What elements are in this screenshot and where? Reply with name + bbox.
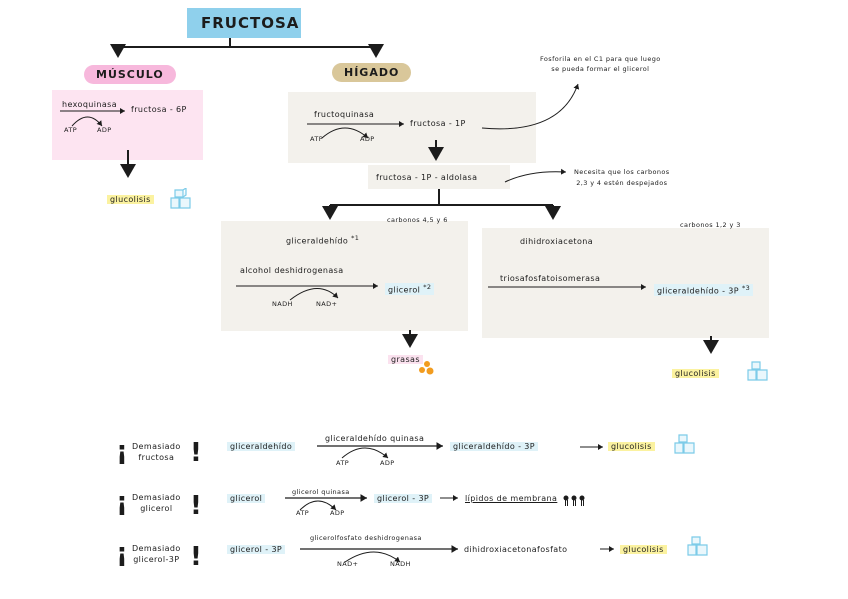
right-carbons: carbonos 1,2 y 3 — [680, 221, 741, 229]
row1-c1: ATP — [336, 459, 350, 467]
left-enzyme: alcohol deshidrogenasa — [240, 266, 344, 275]
row1-product: gliceraldehído - 3P — [450, 442, 539, 451]
left-nadh: NADH — [272, 300, 293, 308]
liver-enzyme: fructoquinasa — [314, 110, 375, 119]
warning-exclamation-icon: ! — [190, 438, 202, 468]
row2-label: Demasiado glicerol — [132, 493, 181, 513]
ice-cube-icon — [686, 535, 710, 561]
row3-product: dihidroxiacetonafosfato — [464, 545, 568, 554]
warning-exclamation-icon: ¡ — [116, 487, 128, 517]
aldolase-box — [368, 165, 510, 189]
liver-adp: ADP — [360, 135, 375, 143]
aldolase-label: fructosa - 1P - aldolasa — [376, 173, 478, 182]
liver-note-1: Fosforila en el C1 para que luego se pue… — [540, 55, 661, 73]
muscle-box — [52, 90, 203, 160]
muscle-atp: ATP — [64, 126, 78, 134]
membrane-lipid-icon — [562, 492, 588, 511]
right-branch-box — [482, 228, 769, 338]
muscle-adp: ADP — [97, 126, 112, 134]
row2-enzyme: glicerol quinasa — [292, 488, 350, 496]
liver-atp: ATP — [310, 135, 324, 143]
left-start: gliceraldehído *1 — [286, 234, 360, 246]
muscle-label: MÚSCULO — [84, 65, 176, 84]
right-product: gliceraldehído - 3P *3 — [654, 284, 754, 296]
row3-c2: NADH — [390, 560, 411, 568]
ice-cube-icon — [673, 433, 697, 459]
liver-product: fructosa - 1P — [410, 119, 466, 128]
muscle-result: glucolisis — [107, 195, 154, 204]
liver-label: HÍGADO — [332, 63, 412, 82]
row1-c2: ADP — [380, 459, 395, 467]
row2-c2: ADP — [330, 509, 345, 517]
warning-exclamation-icon: ! — [190, 542, 202, 572]
row1-start: gliceraldehído — [227, 442, 296, 451]
page-title: FRUCTOSA — [187, 8, 301, 38]
muscle-product: fructosa - 6P — [131, 105, 187, 114]
row2-product: glicerol - 3P — [374, 494, 433, 503]
ice-cube-icon — [746, 360, 770, 386]
right-start: dihidroxiacetona — [520, 237, 594, 246]
row1-enzyme: gliceraldehído quinasa — [325, 434, 425, 443]
row3-label: Demasiado glicerol-3P — [132, 544, 181, 564]
ice-cube-icon — [169, 187, 193, 214]
row3-enzyme: glicerolfosfato deshidrogenasa — [310, 534, 422, 542]
row3-result: glucolisis — [620, 545, 667, 554]
left-carbons: carbonos 4,5 y 6 — [387, 216, 448, 224]
left-product: glicerol *2 — [385, 283, 435, 295]
row2-c1: ATP — [296, 509, 310, 517]
warning-exclamation-icon: ! — [190, 491, 202, 521]
warning-exclamation-icon: ¡ — [116, 436, 128, 466]
row3-start: glicerol - 3P — [227, 545, 286, 554]
left-result: grasas — [388, 355, 423, 364]
row1-result: glucolisis — [608, 442, 655, 451]
row2-start: glicerol — [227, 494, 266, 503]
muscle-enzyme: hexoquinasa — [62, 100, 118, 109]
row1-label: Demasiado fructosa — [132, 442, 181, 462]
fat-droplets-icon — [418, 360, 436, 380]
left-branch-box — [221, 221, 468, 331]
warning-exclamation-icon: ¡ — [116, 538, 128, 568]
liver-note-2: Necesita que los carbonos 2,3 y 4 estén … — [574, 168, 670, 187]
row3-c1: NAD+ — [337, 560, 359, 568]
left-nad: NAD+ — [316, 300, 338, 308]
row2-result: lípidos de membrana — [465, 494, 558, 503]
right-enzyme: triosafosfatoisomerasa — [500, 274, 601, 283]
right-result: glucolisis — [672, 369, 719, 378]
liver-box — [288, 92, 536, 163]
